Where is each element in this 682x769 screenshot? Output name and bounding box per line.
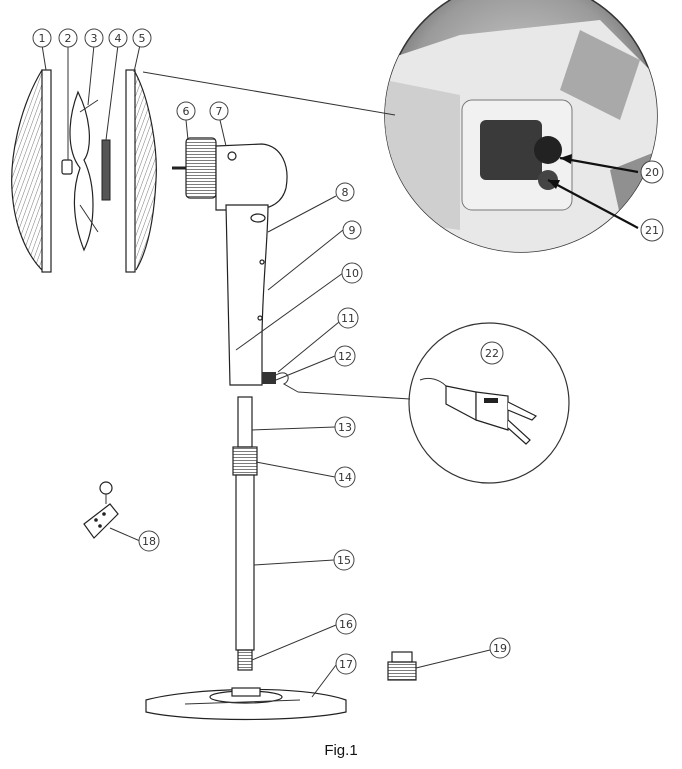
callout-3: 3 [84,28,104,48]
svg-text:17: 17 [339,658,353,671]
retaining-nut [101,139,111,201]
height-lock-collar [232,446,258,476]
callout-17: 17 [335,653,357,675]
fan-blade [69,90,99,252]
motor-housing [172,137,288,211]
svg-text:10: 10 [345,267,359,280]
svg-text:1: 1 [39,32,46,45]
connector-closeup-inset [142,0,658,253]
leader-lines [41,44,491,698]
callout-11: 11 [337,307,359,329]
svg-text:7: 7 [216,105,223,118]
callout-9: 9 [342,220,362,240]
callout-15: 15 [333,549,355,571]
svg-text:19: 19 [493,642,507,655]
callout-6: 6 [176,101,196,121]
callout-7: 7 [209,101,229,121]
callout-8: 8 [335,182,355,202]
callout-16: 16 [335,613,357,635]
svg-text:21: 21 [645,224,659,237]
callout-labels: 1 2 3 4 5 6 7 8 9 10 11 12 13 14 15 16 1… [32,28,664,675]
figure-caption: Fig.1 [324,742,358,759]
svg-text:9: 9 [349,224,356,237]
callout-19: 19 [489,637,511,659]
plug-closeup-inset [297,322,570,484]
callout-18: 18 [138,530,160,552]
svg-text:15: 15 [337,554,351,567]
svg-text:20: 20 [645,166,659,179]
svg-text:22: 22 [485,347,499,360]
svg-text:14: 14 [338,471,352,484]
threaded-end [237,649,253,671]
inner-pole [237,396,253,448]
svg-text:5: 5 [139,32,146,45]
svg-text:2: 2 [65,32,72,45]
callout-21: 21 [640,218,664,242]
fan-body-column [225,204,269,386]
outer-pole [235,474,255,651]
svg-text:3: 3 [91,32,98,45]
svg-text:4: 4 [115,32,122,45]
callout-1: 1 [32,28,52,48]
svg-text:11: 11 [341,312,355,325]
remote-control [83,481,119,539]
callout-2: 2 [58,28,78,48]
callout-12: 12 [334,345,356,367]
callout-14: 14 [334,466,356,488]
svg-text:13: 13 [338,421,352,434]
tilt-knob [262,372,299,393]
callout-20: 20 [640,160,664,184]
svg-text:18: 18 [142,535,156,548]
callout-5: 5 [132,28,152,48]
svg-text:8: 8 [342,186,349,199]
callout-13: 13 [334,416,356,438]
callout-4: 4 [108,28,128,48]
fan-base [145,687,347,721]
svg-text:12: 12 [338,350,352,363]
callout-10: 10 [341,262,363,284]
callout-22: 22 [480,341,504,365]
knob-insert [387,651,417,681]
svg-text:16: 16 [339,618,353,631]
svg-text:6: 6 [183,105,190,118]
spinner-cap [61,159,73,175]
front-grille [11,69,52,273]
rear-grille [125,69,157,273]
